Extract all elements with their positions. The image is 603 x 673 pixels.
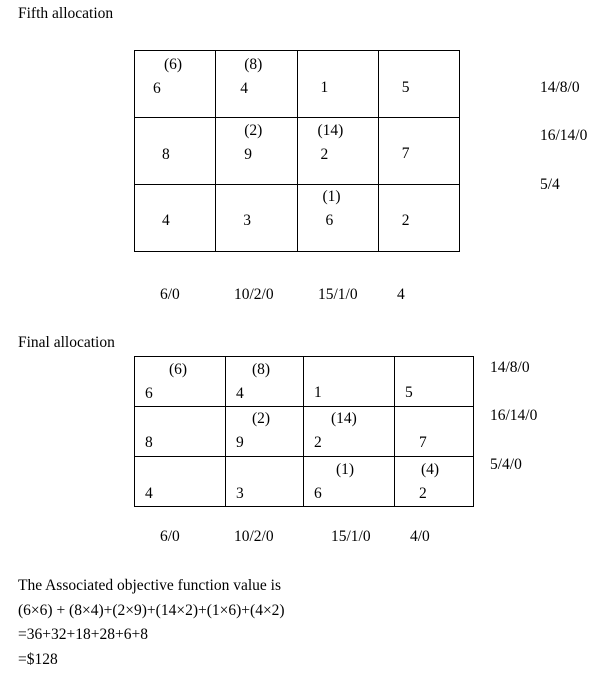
table-row: 8 (2) 9 (14) 2 7 [133,117,461,185]
objective-intro: The Associated objective function value … [18,577,281,594]
objective-result: =$128 [18,651,58,668]
cost-value: 2 [314,434,322,451]
supply-label: 14/8/0 [540,79,580,96]
cost-value: 6 [145,385,153,402]
table-cell: (14) 2 [296,117,379,185]
cost-value: 4 [162,212,170,229]
allocation-value: (8) [244,56,263,73]
table-cell: (1) 6 [303,456,395,507]
table-cell: 8 [134,406,226,457]
table-row: (6) 6 (8) 4 1 5 [133,50,461,118]
table-row: 8 (2) 9 (14) 2 7 [134,406,474,457]
objective-expression: (6×6) + (8×4)+(2×9)+(14×2)+(1×6)+(4×2) [18,602,285,619]
table-cell: 7 [377,117,461,185]
objective-sum: =36+32+18+28+6+8 [18,626,148,643]
allocation-value: (14) [331,410,357,427]
demand-label: 10/2/0 [234,286,274,303]
cost-value: 8 [162,146,170,163]
fifth-allocation-heading: Fifth allocation [18,5,114,22]
cost-value: 8 [145,434,153,451]
table-cell: 1 [296,50,379,118]
supply-label: 5/4/0 [490,456,522,473]
cost-value: 7 [419,434,427,451]
allocation-value: (1) [336,461,355,478]
supply-label: 5/4 [540,176,560,193]
table-cell: 5 [377,50,461,118]
cost-value: 9 [244,146,252,163]
supply-label: 16/14/0 [490,407,538,424]
cost-value: 7 [401,145,410,162]
supply-label: 14/8/0 [490,359,530,376]
table-cell: 1 [303,356,395,407]
allocation-value: (14) [317,122,344,139]
table-cell: 2 [377,184,461,252]
table-row: (6) 6 (8) 4 1 5 [134,356,474,407]
table-cell: 7 [394,406,474,457]
table-cell: (2) 9 [225,406,304,457]
demand-label: 15/1/0 [331,528,371,545]
allocation-value: (4) [421,461,440,478]
table-cell: 3 [215,184,298,252]
demand-label: 10/2/0 [234,528,274,545]
allocation-value: (2) [252,410,271,427]
cost-value: 4 [240,80,248,97]
table-cell: 3 [225,456,304,507]
table-cell: 8 [133,117,217,185]
cost-value: 5 [401,79,410,96]
cost-value: 6 [153,80,161,97]
cost-value: 9 [236,434,244,451]
demand-label: 4/0 [410,528,430,545]
cost-value: 5 [405,384,413,401]
allocation-value: (6) [164,56,183,73]
table-cell: (6) 6 [134,356,226,407]
table-cell: 4 [134,456,226,507]
table-cell: (8) 4 [215,50,298,118]
cost-value: 4 [145,485,153,502]
demand-label: 6/0 [160,286,180,303]
cost-value: 2 [320,146,329,163]
cost-value: 1 [320,79,329,96]
cost-value: 6 [325,212,334,229]
cost-value: 3 [236,485,244,502]
table-row: 4 3 (1) 6 2 [133,184,461,252]
demand-label: 6/0 [160,528,180,545]
table-cell: 5 [394,356,474,407]
demand-label: 15/1/0 [318,286,358,303]
allocation-value: (2) [244,122,263,139]
table-cell: (4) 2 [394,456,474,507]
allocation-value: (6) [169,361,188,378]
cost-value: 2 [419,485,427,502]
table-cell: (6) 6 [133,50,217,118]
allocation-value: (1) [322,188,341,205]
table-cell: (8) 4 [225,356,304,407]
final-allocation-table: (6) 6 (8) 4 1 5 8 (2) 9 (14) 2 7 4 [134,356,474,507]
final-allocation-heading: Final allocation [18,334,115,351]
table-cell: (1) 6 [296,184,379,252]
cost-value: 3 [243,212,251,229]
cost-value: 2 [401,212,410,229]
cost-value: 6 [314,485,322,502]
demand-label: 4 [397,286,405,303]
table-cell: (14) 2 [303,406,395,457]
fifth-allocation-table: (6) 6 (8) 4 1 5 8 (2) 9 (14) 2 7 4 [133,50,461,252]
cost-value: 1 [314,384,322,401]
table-cell: (2) 9 [215,117,298,185]
table-cell: 4 [133,184,217,252]
cost-value: 4 [236,385,244,402]
table-row: 4 3 (1) 6 (4) 2 [134,456,474,507]
allocation-value: (8) [252,361,271,378]
supply-label: 16/14/0 [540,127,588,144]
